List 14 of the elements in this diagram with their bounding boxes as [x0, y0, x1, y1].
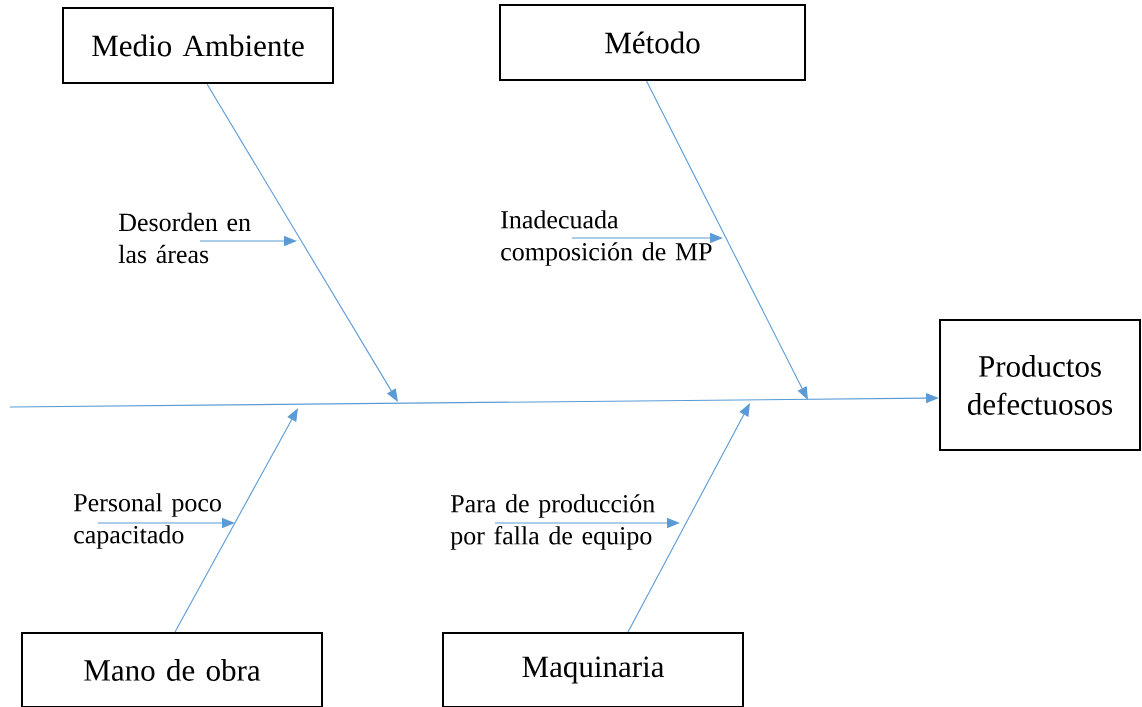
- arrow: [174, 408, 298, 633]
- category-box: Maquinaria: [442, 632, 744, 707]
- cause-label: Personal poco capacitado: [73, 493, 221, 549]
- category-box: Método: [499, 4, 806, 81]
- effect-box: Productos defectuosos: [939, 319, 1141, 451]
- arrow: [206, 83, 398, 402]
- cause-label: Inadecuada composición de MP: [501, 210, 712, 266]
- category-box: Mano de obra: [21, 632, 323, 707]
- arrow: [645, 80, 808, 400]
- spine-arrow: [9, 393, 939, 408]
- category-box: Medio Ambiente: [62, 7, 334, 84]
- arrow: [627, 403, 750, 633]
- cause-label: Para de producción por falla de equipo: [450, 494, 655, 550]
- cause-label: Desorden en las áreas: [118, 212, 251, 264]
